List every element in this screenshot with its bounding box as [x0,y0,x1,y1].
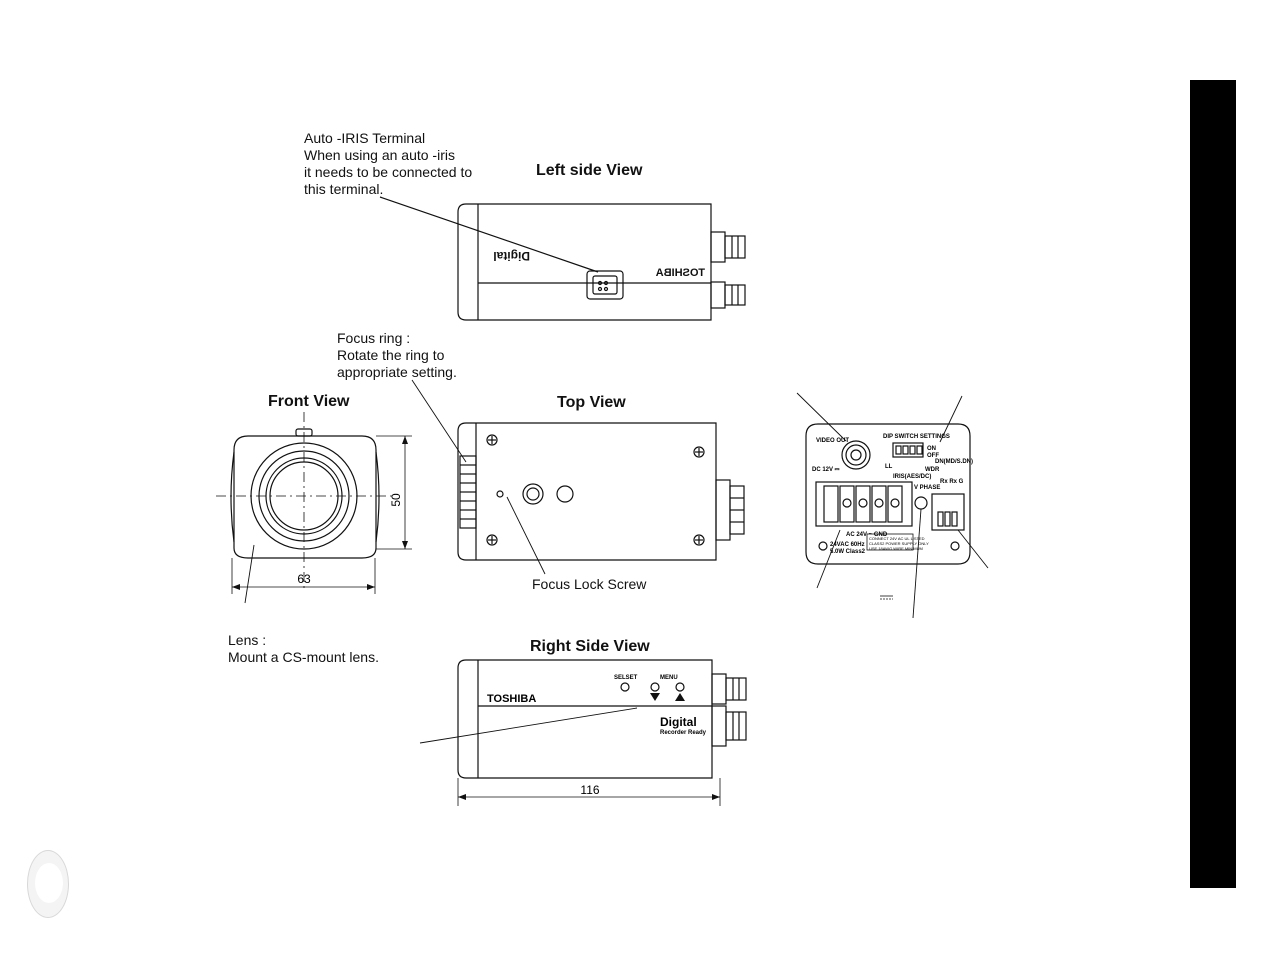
focus-lock-screw-label: Focus Lock Screw [532,576,647,592]
dc12v-text: DC 12V ⎓ [812,467,840,473]
rating-line-1: 24VAC 60Hz [830,542,865,548]
top-view-drawing [411,379,745,575]
focus-ring-label: Focus ring : Rotate the ring to appropri… [337,330,457,380]
dip-iris-text: IRIS(AES/DC) [893,474,931,480]
ac24v-text: AC 24V ~ GND [846,532,888,538]
rating-line-2: 5.0W Class2 [830,549,866,555]
lens-label: Lens : Mount a CS-mount lens. [228,632,379,665]
left-side-view-drawing [379,196,746,321]
caution-line-2: CLASS2 POWER SUPPLY ONLY [869,541,929,546]
front-view-title: Front View [268,393,350,410]
v-phase-text: V PHASE [914,485,940,491]
dip-on-text: ON [927,446,936,452]
left-side-view-title: Left side View [536,162,643,179]
right-side-view-drawing [419,659,747,806]
right-side-recorder-text: Recorder Ready [660,730,707,736]
dip-ll-text: LL [885,464,893,470]
front-height-dimension: 50 [389,493,403,507]
left-side-digital-text: Digital [493,249,530,263]
top-view-title: Top View [557,394,626,411]
right-side-view-title: Right Side View [530,638,650,655]
rs485-text: Rx Rx G [940,479,964,485]
rear-panel-drawing [796,392,989,619]
front-width-dimension: 63 [297,572,311,586]
left-side-brand-text: TOSHIBA [656,267,705,279]
auto-iris-label: Auto -IRIS Terminal When using an auto -… [304,130,473,197]
right-side-digital-text: Digital [660,715,697,729]
page-marker [27,850,69,918]
dip-wdr-text: WDR [925,467,940,473]
chapter-tab-bar [1190,80,1236,888]
video-out-text: VIDEO OUT [816,438,849,444]
selset-text: SELSET [614,675,638,681]
dip-dn-text: DN(MD/S.DN) [935,459,973,465]
right-side-brand-text: TOSHIBA [487,693,536,705]
length-dimension: 116 [580,783,599,797]
caution-line-3: USE 18AWG WIRE MINIMUM [869,546,923,551]
dip-switch-text: DIP SWITCH SETTINGS [883,434,950,440]
caution-line-1: CONNECT 24V AC UL LISTED [869,536,925,541]
menu-text: MENU [660,675,678,681]
front-view-drawing [230,428,412,604]
dip-off-text: OFF [927,453,939,459]
